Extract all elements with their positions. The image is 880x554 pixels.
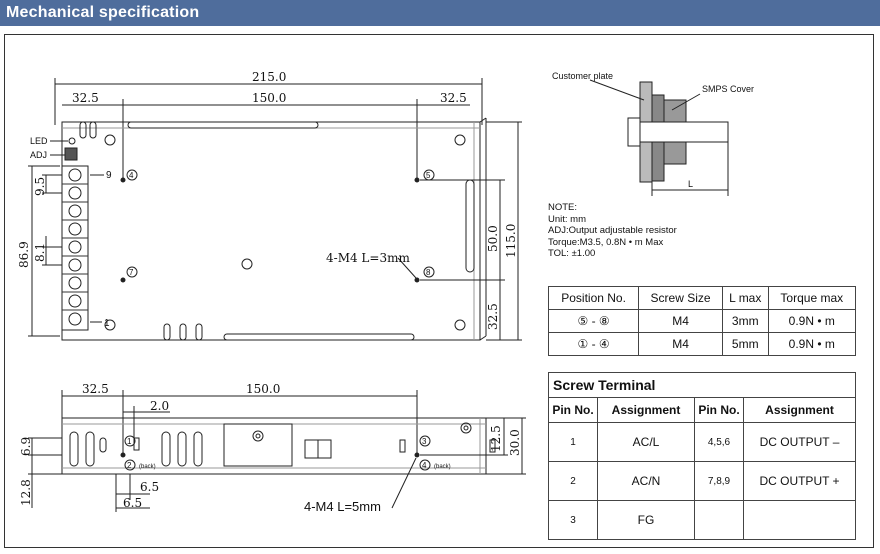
table-cell: 4,5,6 bbox=[694, 422, 744, 462]
table-cell: AC/N bbox=[597, 461, 695, 501]
side-dim-height-left: 6.9 bbox=[19, 437, 33, 456]
table-cell bbox=[743, 500, 856, 540]
table-header: Assignment bbox=[743, 397, 856, 423]
side-dim-hole-span: 150.0 bbox=[246, 382, 280, 396]
top-view bbox=[28, 78, 522, 341]
dim-pitch-top: 9.5 bbox=[33, 177, 47, 196]
section-header: Mechanical specification bbox=[0, 0, 880, 26]
side-dim-small-offset: 2.0 bbox=[150, 399, 169, 413]
l-dim-label: L bbox=[688, 179, 693, 189]
hole-label-8: 8 bbox=[426, 268, 431, 277]
table-cell: 5mm bbox=[721, 332, 769, 356]
table-cell: FG bbox=[597, 500, 695, 540]
mounting-detail bbox=[589, 79, 729, 196]
led-label: LED bbox=[30, 136, 48, 146]
side-dim-b: 6.5 bbox=[123, 496, 142, 510]
notes: NOTE: Unit: mm ADJ:Output adjustable res… bbox=[548, 202, 677, 260]
table-header: Assignment bbox=[597, 397, 695, 423]
drawing-frame bbox=[4, 34, 874, 548]
hole-label-5: 5 bbox=[426, 171, 431, 180]
dim-hole-vertical: 50.0 bbox=[486, 225, 500, 252]
table-row: 3 FG bbox=[548, 500, 856, 540]
table-cell: 1 bbox=[548, 422, 598, 462]
table-cell: 0.9N • m bbox=[767, 332, 857, 356]
dim-terminal-height: 86.9 bbox=[17, 241, 31, 268]
dim-overall-width: 115.0 bbox=[504, 224, 518, 258]
side-view bbox=[28, 390, 526, 512]
dim-pitch: 8.1 bbox=[33, 243, 47, 262]
table-cell: 2 bbox=[548, 461, 598, 501]
dim-overall-length: 215.0 bbox=[252, 70, 286, 84]
mount-label-side: 4-M4 L=5mm bbox=[304, 499, 381, 514]
table-cell: 7,8,9 bbox=[694, 461, 744, 501]
hole-label-4: 4 bbox=[129, 171, 134, 180]
table-cell: ⑤ - ⑧ bbox=[547, 309, 640, 333]
top-view-circled-numbers bbox=[126, 169, 435, 278]
table-row: 1 AC/L 4,5,6 DC OUTPUT – bbox=[548, 422, 856, 462]
screw-terminal-table: Screw Terminal Pin No. Assignment Pin No… bbox=[548, 372, 856, 540]
screw-size-table: Position No. Screw Size L max Torque max… bbox=[547, 286, 857, 356]
table-row: ① - ④ M4 5mm 0.9N • m bbox=[547, 332, 857, 356]
side-hole-1: 1 bbox=[127, 437, 132, 446]
table-cell: M4 bbox=[638, 309, 723, 333]
note-adj: ADJ:Output adjustable resistor bbox=[548, 225, 677, 236]
table-cell: DC OUTPUT – bbox=[743, 422, 856, 462]
section-title: Mechanical specification bbox=[6, 4, 200, 21]
side-dim-bottom-left: 12.8 bbox=[19, 479, 33, 506]
table-cell: 3mm bbox=[721, 309, 769, 333]
pin1-label: 1 bbox=[104, 318, 110, 329]
smps-cover-label: SMPS Cover bbox=[702, 84, 754, 94]
table-cell: DC OUTPUT + bbox=[743, 461, 856, 501]
table-cell: 0.9N • m bbox=[767, 309, 857, 333]
table-cell: M4 bbox=[638, 332, 723, 356]
note-tol: TOL: ±1.00 bbox=[548, 248, 596, 259]
back-label-left: (back) bbox=[139, 464, 156, 470]
note-unit: Unit: mm bbox=[548, 213, 586, 225]
table-header: Screw Size bbox=[638, 286, 723, 310]
adj-label: ADJ bbox=[30, 150, 47, 160]
side-hole-4: 4 bbox=[422, 461, 427, 470]
table-header: Pin No. bbox=[548, 397, 598, 423]
note-title: NOTE: bbox=[548, 202, 578, 213]
side-dim-right-small: 12.5 bbox=[489, 425, 503, 452]
table-cell: ① - ④ bbox=[547, 332, 640, 356]
table-header: L max bbox=[721, 286, 769, 310]
dim-bottom-offset: 32.5 bbox=[486, 303, 500, 330]
pin9-label: 9 bbox=[106, 170, 112, 181]
table-cell: 3 bbox=[548, 500, 598, 540]
terminal-table-title: Screw Terminal bbox=[548, 372, 856, 398]
dim-right-offset: 32.5 bbox=[440, 91, 467, 105]
customer-plate-label: Customer plate bbox=[552, 71, 613, 81]
table-header: Pin No. bbox=[694, 397, 744, 423]
table-header: Torque max bbox=[767, 286, 857, 310]
back-label-right: (back) bbox=[434, 464, 451, 470]
side-hole-2: 2 bbox=[127, 461, 132, 470]
table-row: 2 AC/N 7,8,9 DC OUTPUT + bbox=[548, 461, 856, 501]
note-torque: Torque:M3.5, 0.8N • m Max bbox=[548, 236, 664, 248]
side-dim-left-offset: 32.5 bbox=[82, 382, 109, 396]
table-header: Position No. bbox=[547, 286, 640, 310]
dim-hole-span: 150.0 bbox=[252, 91, 286, 105]
table-cell bbox=[694, 500, 744, 540]
hole-label-7: 7 bbox=[129, 268, 134, 277]
side-hole-3: 3 bbox=[422, 437, 427, 446]
table-cell: AC/L bbox=[597, 422, 695, 462]
table-row: ⑤ - ⑧ M4 3mm 0.9N • m bbox=[547, 309, 857, 333]
dim-left-offset: 32.5 bbox=[72, 91, 99, 105]
side-dim-overall-height: 30.0 bbox=[508, 429, 522, 456]
side-dim-a: 6.5 bbox=[140, 480, 159, 494]
mount-label-top: 4-M4 L=3mm bbox=[326, 251, 410, 265]
